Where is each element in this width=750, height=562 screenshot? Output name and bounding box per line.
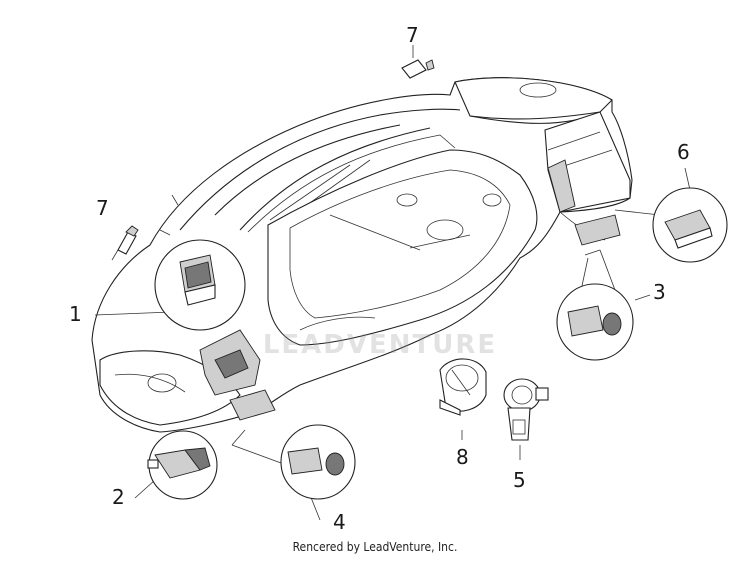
callout-7-left: 7 xyxy=(96,196,109,220)
part-5-socket xyxy=(503,378,549,441)
callout-3: 3 xyxy=(653,280,666,304)
callout-7-top: 7 xyxy=(406,23,419,47)
watermark-text: LEADVENTURE xyxy=(262,330,498,360)
callout-5: 5 xyxy=(513,468,526,492)
part-8-cover xyxy=(439,358,487,416)
callout-8: 8 xyxy=(456,445,469,469)
part-3-switch xyxy=(556,283,634,361)
callout-1: 1 xyxy=(69,302,82,326)
part-4-switch xyxy=(280,424,356,500)
part-6-button xyxy=(652,187,728,263)
part-7-bulb-left xyxy=(111,225,139,261)
render-credit: Rencered by LeadVenture, Inc. xyxy=(292,540,458,554)
callout-6: 6 xyxy=(677,140,690,164)
part-2-switch xyxy=(147,430,218,500)
part-1-switch xyxy=(154,239,246,331)
callout-4: 4 xyxy=(333,510,346,534)
callout-2: 2 xyxy=(112,485,125,509)
part-7-bulb-top xyxy=(401,45,435,79)
handlebar-cover xyxy=(91,77,633,433)
